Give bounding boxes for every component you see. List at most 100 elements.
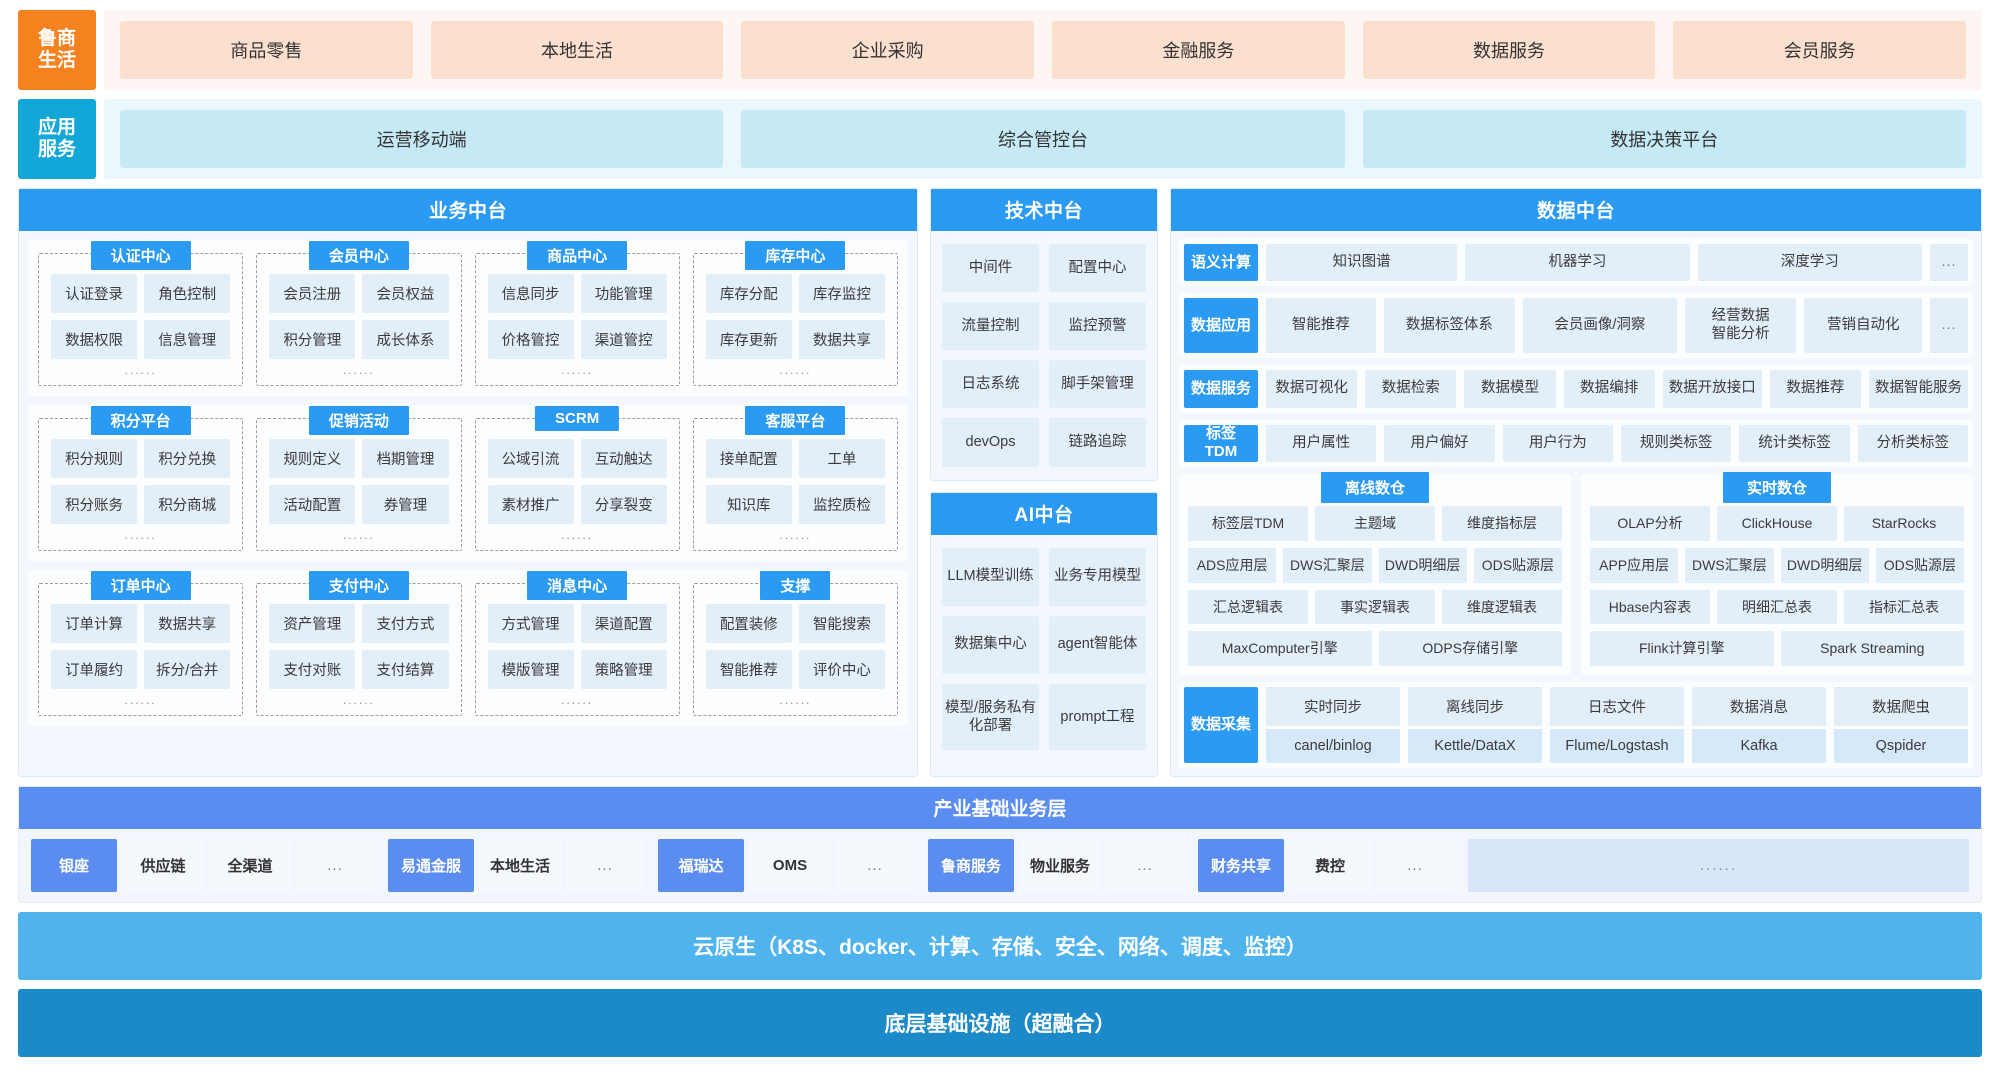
warehouse-chip[interactable]: APP应用层 [1590, 547, 1679, 583]
business-capability-chip[interactable]: 角色控制 [144, 274, 231, 313]
tech-capability-chip[interactable]: 监控预警 [1049, 302, 1146, 351]
industry-ellipsis[interactable]: ... [1106, 839, 1184, 893]
business-capability-chip[interactable]: 监控质检 [798, 485, 885, 524]
business-capability-chip[interactable]: 功能管理 [580, 274, 667, 313]
industry-item[interactable]: 本地生活 [479, 839, 561, 893]
tech-capability-chip[interactable]: 配置中心 [1049, 244, 1146, 293]
ellipsis-chip[interactable]: ... [1929, 244, 1968, 282]
business-capability-chip[interactable]: 渠道管控 [580, 320, 667, 359]
business-capability-chip[interactable]: 券管理 [362, 485, 449, 524]
business-capability-chip[interactable]: 档期管理 [362, 439, 449, 478]
industry-item[interactable]: OMS [749, 839, 831, 893]
ai-capability-chip[interactable]: 业务专用模型 [1049, 547, 1146, 606]
business-capability-chip[interactable]: 知识库 [705, 485, 792, 524]
warehouse-chip[interactable]: 主题域 [1315, 505, 1435, 541]
business-capability-chip[interactable]: 库存更新 [705, 320, 792, 359]
collection-type-label[interactable]: 日志文件 [1550, 687, 1684, 727]
warehouse-chip[interactable]: ADS应用层 [1188, 547, 1277, 583]
data-capability-chip[interactable]: 数据智能服务 [1869, 370, 1969, 408]
business-capability-chip[interactable]: 工单 [798, 439, 885, 478]
warehouse-chip[interactable]: 指标汇总表 [1844, 589, 1964, 625]
business-capability-chip[interactable]: 方式管理 [487, 604, 574, 643]
service-pill[interactable]: 综合管控台 [741, 110, 1345, 168]
service-pill[interactable]: 会员服务 [1673, 21, 1967, 79]
warehouse-chip[interactable]: 事实逻辑表 [1315, 589, 1435, 625]
tech-capability-chip[interactable]: 流量控制 [942, 302, 1039, 351]
data-capability-chip[interactable]: 数据开放接口 [1662, 370, 1762, 408]
business-capability-chip[interactable]: 库存分配 [705, 274, 792, 313]
warehouse-chip[interactable]: DWD明细层 [1378, 547, 1467, 583]
business-capability-chip[interactable]: 信息管理 [144, 320, 231, 359]
ai-capability-chip[interactable]: prompt工程 [1049, 683, 1146, 750]
business-capability-chip[interactable]: 成长体系 [362, 320, 449, 359]
business-capability-chip[interactable]: 认证登录 [51, 274, 138, 313]
data-capability-chip[interactable]: 机器学习 [1465, 244, 1690, 282]
industry-item[interactable]: 全渠道 [209, 839, 291, 893]
business-capability-chip[interactable]: 素材推广 [487, 485, 574, 524]
data-capability-chip[interactable]: 数据推荐 [1769, 370, 1862, 408]
tech-capability-chip[interactable]: 脚手架管理 [1049, 360, 1146, 409]
industry-group-head[interactable]: 银座 [31, 839, 117, 893]
collection-tool-label[interactable]: canel/binlog [1266, 729, 1400, 764]
data-capability-chip[interactable]: 数据标签体系 [1383, 298, 1515, 354]
business-capability-chip[interactable]: 库存监控 [798, 274, 885, 313]
business-capability-chip[interactable]: 渠道配置 [580, 604, 667, 643]
business-capability-chip[interactable]: 互动触达 [580, 439, 667, 478]
data-capability-chip[interactable]: 数据检索 [1365, 370, 1457, 408]
collection-type-label[interactable]: 数据爬虫 [1834, 687, 1968, 727]
warehouse-chip[interactable]: OLAP分析 [1590, 505, 1710, 541]
warehouse-chip[interactable]: ClickHouse [1717, 505, 1837, 541]
warehouse-chip[interactable]: ODPS存储引擎 [1378, 631, 1562, 667]
data-capability-chip[interactable]: 会员画像/洞察 [1523, 298, 1677, 354]
business-capability-chip[interactable]: 评价中心 [798, 650, 885, 689]
business-capability-chip[interactable]: 信息同步 [487, 274, 574, 313]
warehouse-chip[interactable]: ODS贴源层 [1473, 547, 1562, 583]
business-capability-chip[interactable]: 智能搜索 [798, 604, 885, 643]
ellipsis-chip[interactable]: ... [1930, 298, 1968, 354]
ai-capability-chip[interactable]: 模型/服务私有化部署 [942, 683, 1039, 750]
ai-capability-chip[interactable]: agent智能体 [1049, 615, 1146, 674]
collection-tool-label[interactable]: Kafka [1692, 729, 1826, 764]
warehouse-chip[interactable]: Spark Streaming [1780, 631, 1964, 667]
warehouse-chip[interactable]: Hbase内容表 [1590, 589, 1710, 625]
industry-ellipsis[interactable]: ... [1376, 839, 1454, 893]
industry-ellipsis[interactable]: ... [836, 839, 914, 893]
industry-item[interactable]: 供应链 [122, 839, 204, 893]
tech-capability-chip[interactable]: 链路追踪 [1049, 418, 1146, 467]
warehouse-chip[interactable]: StarRocks [1844, 505, 1964, 541]
service-pill[interactable]: 企业采购 [741, 21, 1035, 79]
business-capability-chip[interactable]: 积分商城 [144, 485, 231, 524]
business-capability-chip[interactable]: 数据权限 [51, 320, 138, 359]
industry-item[interactable]: 物业服务 [1019, 839, 1101, 893]
business-capability-chip[interactable]: 接单配置 [705, 439, 792, 478]
data-capability-chip[interactable]: 经营数据智能分析 [1684, 298, 1797, 354]
warehouse-chip[interactable]: DWS汇聚层 [1283, 547, 1372, 583]
business-capability-chip[interactable]: 智能推荐 [705, 650, 792, 689]
data-capability-chip[interactable]: 分析类标签 [1857, 424, 1968, 462]
data-capability-chip[interactable]: 智能推荐 [1266, 298, 1376, 354]
industry-group-head[interactable]: 财务共享 [1198, 839, 1284, 893]
data-capability-chip[interactable]: 数据可视化 [1266, 370, 1358, 408]
business-capability-chip[interactable]: 公域引流 [487, 439, 574, 478]
collection-type-label[interactable]: 数据消息 [1692, 687, 1826, 727]
warehouse-chip[interactable]: ODS贴源层 [1875, 547, 1964, 583]
business-capability-chip[interactable]: 数据共享 [144, 604, 231, 643]
warehouse-chip[interactable]: 标签层TDM [1188, 505, 1308, 541]
business-capability-chip[interactable]: 积分管理 [269, 320, 356, 359]
data-capability-chip[interactable]: 营销自动化 [1804, 298, 1922, 354]
service-pill[interactable]: 运营移动端 [120, 110, 724, 168]
service-pill[interactable]: 数据决策平台 [1362, 110, 1966, 168]
business-capability-chip[interactable]: 配置装修 [705, 604, 792, 643]
service-pill[interactable]: 数据服务 [1362, 21, 1656, 79]
warehouse-chip[interactable]: DWS汇聚层 [1685, 547, 1774, 583]
business-capability-chip[interactable]: 资产管理 [269, 604, 356, 643]
collection-tool-label[interactable]: Qspider [1834, 729, 1968, 764]
business-capability-chip[interactable]: 规则定义 [269, 439, 356, 478]
data-capability-chip[interactable]: 数据模型 [1464, 370, 1556, 408]
data-capability-chip[interactable]: 知识图谱 [1266, 244, 1458, 282]
business-capability-chip[interactable]: 价格管控 [487, 320, 574, 359]
tech-capability-chip[interactable]: 中间件 [942, 244, 1039, 293]
warehouse-chip[interactable]: 汇总逻辑表 [1188, 589, 1308, 625]
business-capability-chip[interactable]: 活动配置 [269, 485, 356, 524]
ai-capability-chip[interactable]: 数据集中心 [942, 615, 1039, 674]
